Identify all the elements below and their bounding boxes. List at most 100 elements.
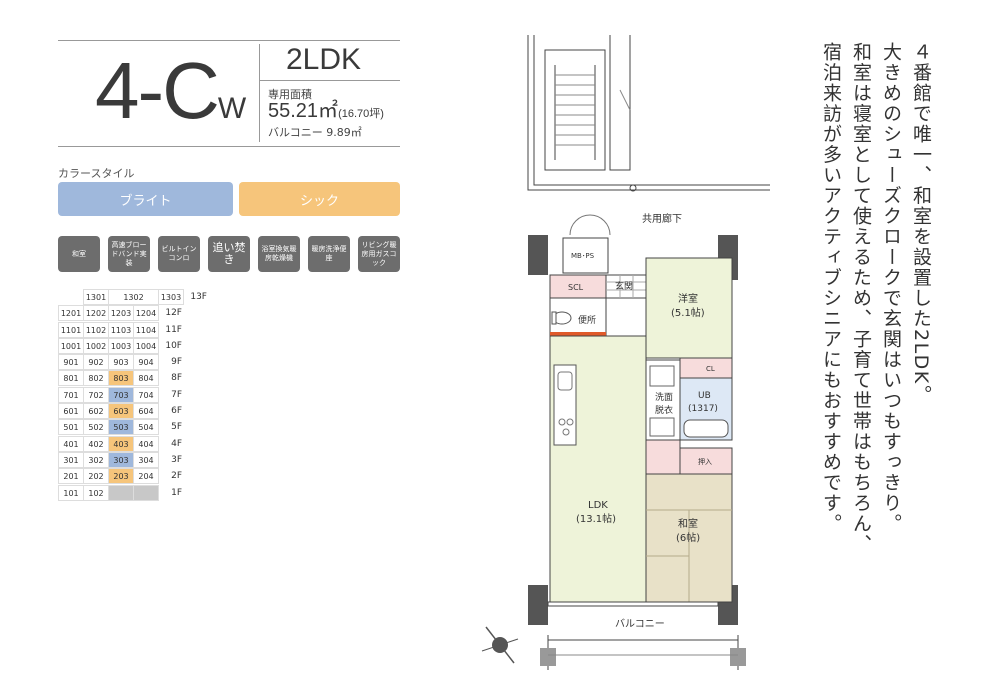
unit-cell: 903 [108,354,134,371]
unit-cell: 303 [108,451,134,468]
unit-cell: 1301 [83,289,109,305]
unit-cell: 1201 [58,305,84,322]
balcony-area: バルコニー 9.89㎡ [268,126,362,139]
floor-label: 9F [171,357,182,368]
unit-cell: 1303 [158,289,184,305]
floor-label: 5F [171,422,182,433]
description-line-4: 宿泊来訪が多いアクティブシニアにもおすすめです。 [820,42,842,534]
floor-label: 12F [165,308,182,319]
oshiire [679,447,733,475]
floor-label: 11F [165,324,182,335]
unit-cell: 503 [108,419,134,436]
description-line-2: 大きめのシューズクロークで玄関はいつもすっきり。 [880,42,902,534]
unit-cell: 1101 [58,321,84,338]
entrance-label: 玄関 [615,280,633,292]
color-chic-button[interactable]: シック [239,182,400,216]
unit-cell: 1002 [83,337,109,354]
compass-icon [481,626,519,664]
unit-cell: 1004 [133,337,159,354]
unit-cell: 1103 [108,321,134,338]
toilet-label: 便所 [578,314,596,326]
unit-cell: 704 [133,386,159,403]
unit-cell: 1102 [83,321,109,338]
unit-cell: 604 [133,403,159,420]
unit-cell [133,484,159,501]
unit-cell: 802 [83,370,109,387]
floor-label: 7F [171,389,182,400]
unit-cell: 901 [58,354,84,371]
unit-cell: 1302 [108,289,159,305]
unit-cell: 404 [133,435,159,452]
color-bright-button[interactable]: ブライト [58,182,233,216]
area-sqm: 55.21㎡ [268,100,339,122]
unit-cell: 301 [58,451,84,468]
unit-cell: 1104 [133,321,159,338]
description-line-3: 和室は寝室として使えるため、子育て世帯はもちろん、 [850,42,872,555]
feature-broadband-icon: 高速ブロードバンド実装 [108,236,150,272]
floor-label: 13F [190,292,207,302]
unit-cell: 602 [83,403,109,420]
mbps-box [562,237,609,274]
feature-builtin-stove-icon: ビルトインコンロ [158,236,200,272]
unit-cell [58,289,84,305]
unit-cell: 804 [133,370,159,387]
unit-cell: 202 [83,468,109,485]
western-room-size: (5.1帖) [671,306,705,319]
area-label: 専用面積 [268,88,312,101]
unit-cell: 1202 [83,305,109,322]
ldk-size: (13.1帖) [576,512,616,525]
layout-type: 2LDK [286,43,362,76]
unit-cell: 603 [108,403,134,420]
unit-cell: 102 [83,484,109,501]
description-line-1: ４番館で唯一、和室を設置した2LDK。 [910,42,932,406]
feature-washlet-icon: 暖房洗浄便座 [308,236,350,272]
washroom-label-1: 洗面 [655,391,673,403]
hall-storage [645,439,681,475]
ldk-label: LDK [588,500,608,511]
feature-bath-dryer-icon: 浴室換気暖房乾燥機 [258,236,300,272]
unit-type-main: 4-C [95,46,220,135]
unit-cell: 401 [58,435,84,452]
unit-cell: 702 [83,386,109,403]
unit-cell: 101 [58,484,84,501]
balcony-label: バルコニー [615,618,665,630]
floor-plan: 共用廊下 MB･PS SCL 玄関 便所 洋室 (5.1帖) CL 洗面 脱衣 … [481,35,770,670]
unit-cell: 902 [83,354,109,371]
color-style-title: カラースタイル [58,167,135,180]
unit-cell: 302 [83,451,109,468]
area-tsubo: (16.70坪) [338,108,384,120]
unit-cell: 701 [58,386,84,403]
floor-label: 3F [171,454,182,465]
unit-cell: 502 [83,419,109,436]
washitsu-size: (6帖) [676,531,700,544]
feature-gas-cock-icon: リビング暖房用ガスコック [358,236,400,272]
washitsu-label: 和室 [678,517,698,530]
unit-cell: 402 [83,435,109,452]
floor-label: 10F [165,340,182,351]
unit-cell: 403 [108,435,134,452]
header-bottom-rule [58,146,400,147]
header-top-rule [58,40,400,41]
unit-cell: 204 [133,468,159,485]
unit-cell: 501 [58,419,84,436]
unit-cell: 601 [58,403,84,420]
feature-icons: 和室 高速ブロードバンド実装 ビルトインコンロ 追い焚き 浴室換気暖房乾燥機 暖… [58,236,400,272]
floor-label: 4F [171,438,182,449]
unit-cell: 703 [108,386,134,403]
unit-bath-size: (1317) [688,404,718,414]
oshiire-label: 押入 [698,457,712,466]
floor-label: 2F [171,471,182,482]
unit-type-sub: W [217,92,247,125]
header-sub-rule [259,80,400,81]
unit-type-code: 4-CW [95,48,246,152]
